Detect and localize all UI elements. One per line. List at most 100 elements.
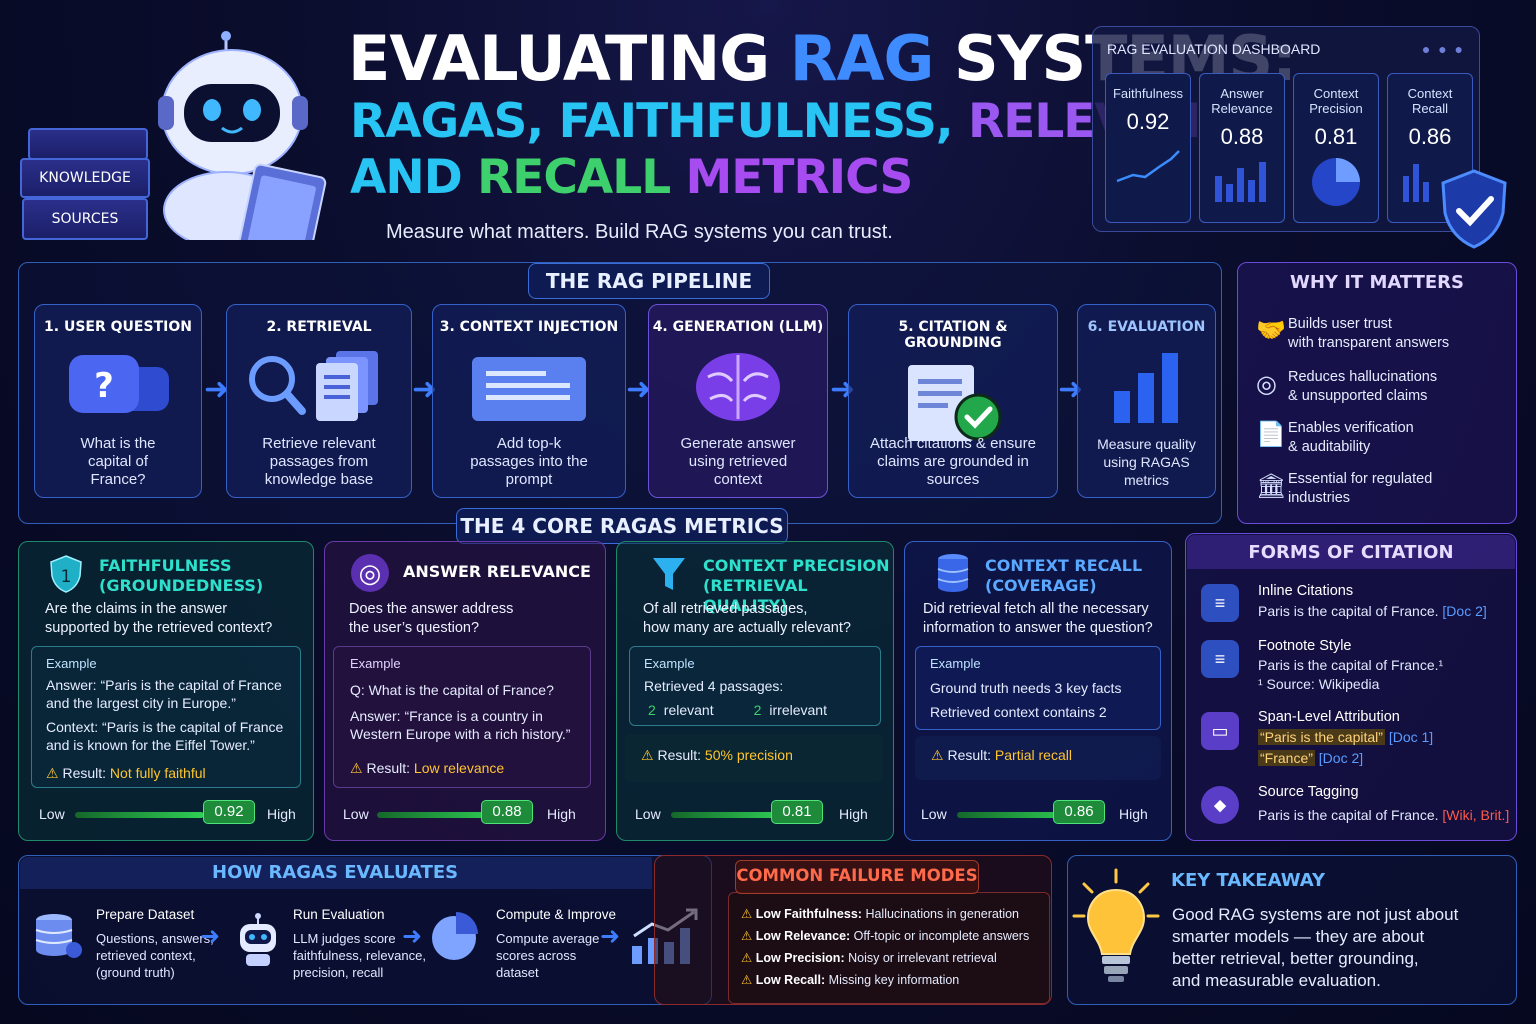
- citation-header-bar: [1187, 535, 1515, 569]
- arrow-icon: ➜: [200, 923, 221, 950]
- question-bubble-icon: ?: [69, 355, 169, 413]
- score-badge: 0.86: [1053, 800, 1105, 824]
- failure-item: ⚠ Low Precision: Noisy or irrelevant ret…: [741, 951, 997, 965]
- score-bar: [377, 812, 500, 818]
- dashboard-card-faithfulness: Faithfulness 0.92: [1105, 73, 1191, 223]
- card-value: 0.81: [1314, 124, 1358, 149]
- scale-low-label: Low: [343, 806, 369, 822]
- scale-low-label: Low: [635, 806, 661, 822]
- step-title: 6. EVALUATION: [1087, 319, 1206, 335]
- takeaway-title: KEY TAKEAWAY: [1171, 870, 1326, 891]
- card-label: Answer Relevance: [1211, 86, 1273, 116]
- warning-icon: ⚠: [741, 929, 753, 943]
- score-badge: 0.81: [771, 800, 823, 824]
- svg-text:?: ?: [94, 366, 114, 406]
- arrow-icon: ➜: [204, 373, 230, 406]
- example-box: Example Ground truth needs 3 key facts R…: [915, 646, 1161, 730]
- database-icon: [35, 914, 82, 958]
- step-desc: Generate answer using retrieved context: [680, 435, 796, 488]
- arrow-icon: ➜: [600, 923, 621, 950]
- target-icon: ◎: [351, 554, 389, 592]
- metric-title: CONTEXT PRECISION(RETRIEVAL QUALITY): [703, 556, 890, 615]
- warning-icon: ⚠: [741, 907, 753, 921]
- result-line: ⚠ Result: Low relevance: [350, 760, 505, 776]
- failure-title: COMMON FAILURE MODES: [736, 866, 978, 885]
- search-documents-icon: [249, 351, 378, 421]
- warning-icon: ⚠: [931, 747, 944, 763]
- card-value: 0.86: [1408, 124, 1452, 149]
- citation-tag-title: Source Tagging: [1258, 784, 1359, 800]
- top-book: [28, 128, 148, 160]
- step-title: 4. GENERATION (LLM): [652, 319, 824, 335]
- card-value: 0.88: [1220, 124, 1264, 149]
- document-icon: [472, 357, 586, 421]
- step-desc: Add top-k passages into the prompt: [470, 435, 588, 488]
- metric-relevance-panel: ◎ ANSWER RELEVANCE Does the answer addre…: [324, 541, 606, 841]
- example-label: Example: [930, 656, 981, 671]
- target-icon: ◎: [1256, 371, 1277, 398]
- metric-title: FAITHFULNESS(GROUNDEDNESS): [99, 556, 264, 595]
- score-badge: 0.92: [203, 800, 255, 824]
- bar-chart-icon: [1403, 164, 1429, 202]
- metric-question: Of all retrieved passages,how many are a…: [643, 601, 851, 636]
- pipeline-step-citation: 5. CITATION & GROUNDING Attach citations…: [848, 304, 1058, 498]
- citation-span-example: “Paris is the capital” [Doc 1]“France” […: [1258, 729, 1434, 766]
- pipeline-step-question: 1. USER QUESTION ? What is the capital o…: [34, 304, 202, 498]
- failure-item: ⚠ Low Relevance: Off-topic or incomplete…: [741, 929, 1030, 943]
- pipeline-step-evaluation: 6. EVALUATION Measure quality using RAGA…: [1077, 304, 1216, 498]
- step-desc: Retrieve relevant passages from knowledg…: [262, 435, 376, 488]
- step-title: 5. CITATION & GROUNDING: [898, 319, 1008, 351]
- step-title: 1. USER QUESTION: [44, 319, 192, 335]
- citation-title: FORMS OF CITATION: [1248, 542, 1454, 563]
- brain-icon: [696, 353, 780, 421]
- database-icon: [937, 554, 969, 592]
- warning-icon: ⚠: [350, 760, 363, 776]
- robot-mascot-illustration: [150, 30, 340, 265]
- svg-text:1: 1: [61, 567, 72, 587]
- card-label: Faithfulness: [1112, 86, 1184, 101]
- example-line: Answer: “France is a country in: [350, 708, 543, 724]
- result-line: ⚠ Result: Not fully faithful: [46, 765, 206, 781]
- lightbulb-icon: [1072, 868, 1160, 982]
- score-bar: [671, 812, 784, 818]
- scale-high-label: High: [1119, 806, 1148, 822]
- metrics-title: THE 4 CORE RAGAS METRICS: [456, 508, 788, 544]
- knowledge-book: KNOWLEDGE: [20, 158, 150, 198]
- example-line: and is known for the Eiffel Tower.”: [46, 737, 255, 753]
- document-icon: ≡: [1201, 584, 1239, 622]
- step-title: 3. CONTEXT INJECTION: [439, 319, 619, 335]
- pie-chart-icon: [1312, 158, 1360, 206]
- dashboard-card-relevance: Answer Relevance 0.88: [1199, 73, 1285, 223]
- citation-inline-example: Paris is the capital of France. [Doc 2]: [1258, 603, 1487, 619]
- example-line: Retrieved 4 passages:: [644, 678, 784, 694]
- how-header-bar: [20, 857, 652, 889]
- why-it-matters-panel: [1237, 262, 1517, 524]
- bar-chart-icon: [1215, 162, 1266, 202]
- key-takeaway-panel: [1067, 855, 1517, 1005]
- how-title: HOW RAGAS EVALUATES: [212, 862, 459, 883]
- scale-high-label: High: [547, 806, 576, 822]
- example-label: Example: [644, 656, 695, 671]
- result-box: ⚠ Result: Partial recall: [915, 736, 1161, 780]
- document-check-icon: [908, 365, 1002, 441]
- bar-chart-icon: [1113, 353, 1178, 423]
- step-desc: Measure quality using RAGAS metrics: [1097, 436, 1196, 488]
- filter-icon: [653, 558, 685, 590]
- citation-inline-title: Inline Citations: [1258, 583, 1354, 599]
- failure-item: ⚠ Low Recall: Missing key information: [741, 973, 960, 987]
- arrow-icon: ➜: [626, 373, 652, 406]
- pipeline-title: THE RAG PIPELINE: [528, 263, 770, 299]
- warning-icon: ⚠: [641, 747, 654, 763]
- failure-item: ⚠ Low Faithfulness: Hallucinations in ge…: [741, 907, 1020, 921]
- sources-book: SOURCES: [22, 198, 148, 240]
- document-search-icon: 📄: [1256, 421, 1286, 448]
